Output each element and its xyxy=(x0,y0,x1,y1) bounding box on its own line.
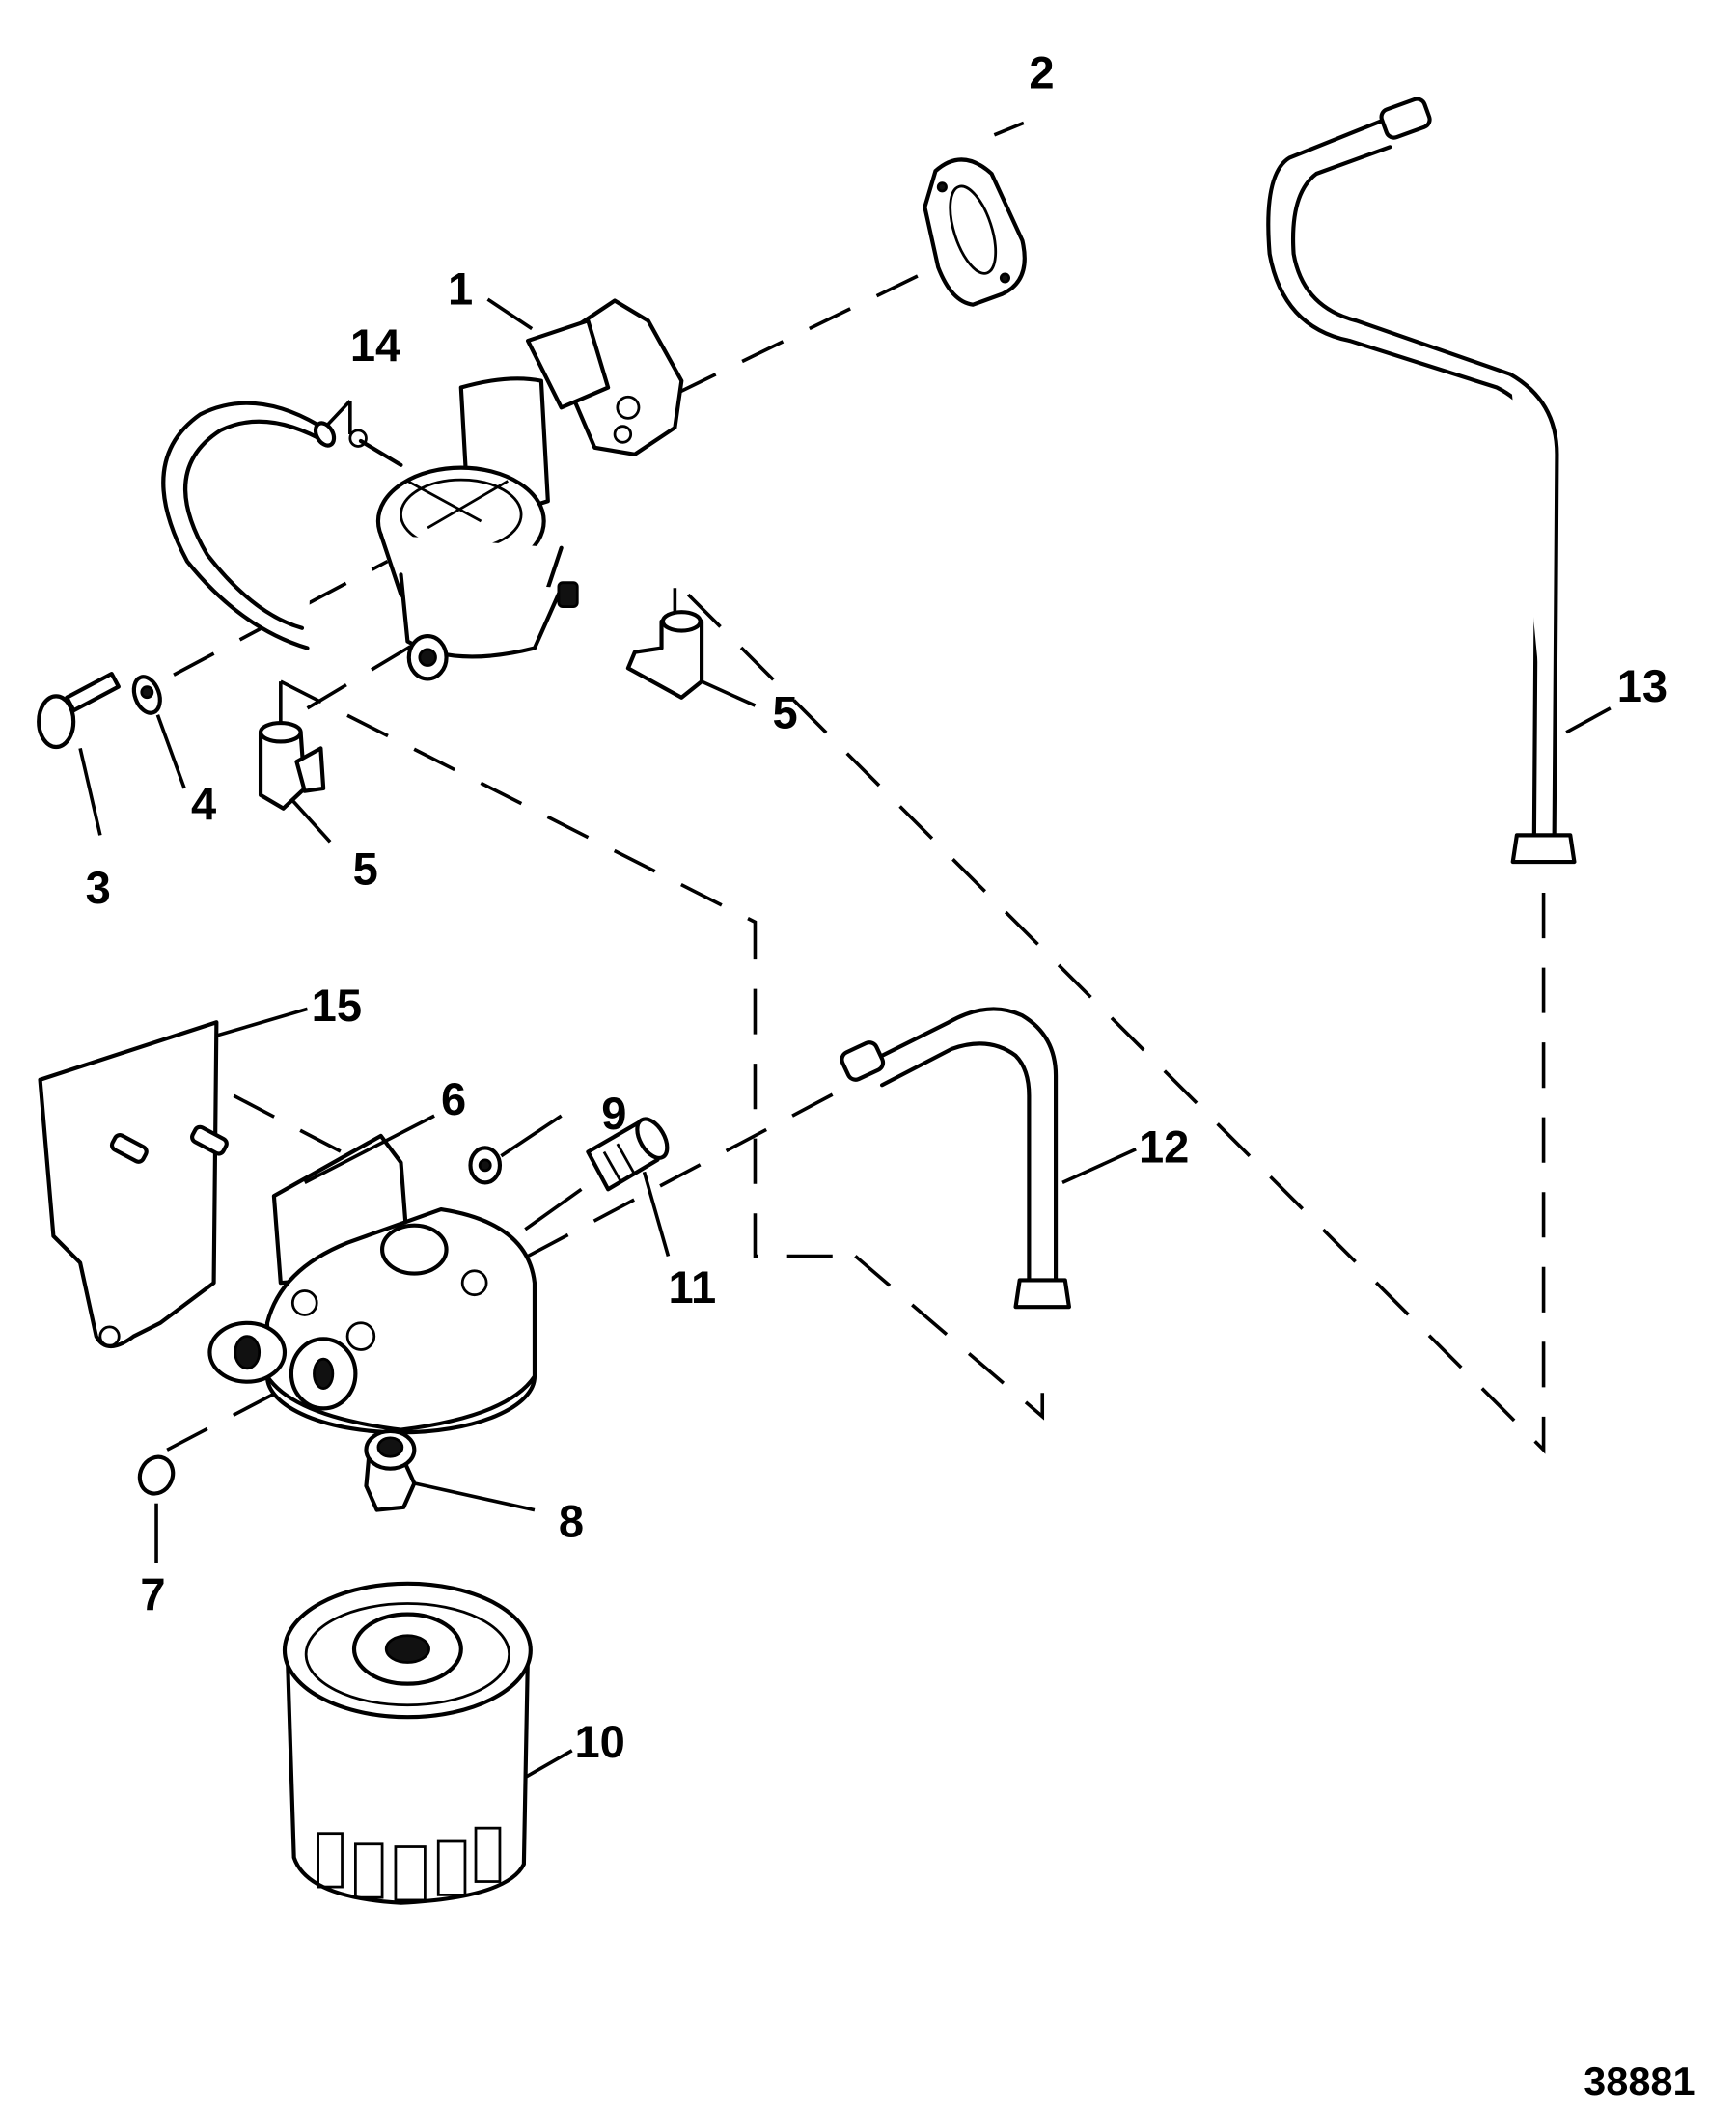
callout-5-right: 5 xyxy=(772,687,797,738)
assembly-line-plug7 xyxy=(166,1374,309,1452)
assembly-line-line13 xyxy=(673,588,1546,1454)
callout-11: 11 xyxy=(668,1261,716,1313)
callout-15: 15 xyxy=(312,980,362,1031)
hose xyxy=(161,401,337,650)
callout-12: 12 xyxy=(1139,1121,1189,1173)
connector-fitting xyxy=(586,1117,670,1192)
elbow-fitting-left xyxy=(258,721,326,811)
filter-ribs xyxy=(317,1826,502,1902)
assembly-line-elbow-pump xyxy=(306,626,442,710)
callout-13: 13 xyxy=(1617,660,1667,711)
adapter xyxy=(364,1428,417,1512)
callout-7: 7 xyxy=(140,1568,165,1619)
plug-nut xyxy=(468,1146,503,1185)
callout-1: 1 xyxy=(448,263,473,315)
bolt xyxy=(37,671,121,750)
callout-labels: 1 2 3 4 5 5 6 7 8 9 10 11 12 13 14 15 xyxy=(86,46,1667,1766)
bracket xyxy=(38,1020,229,1349)
fuel-line-12 xyxy=(840,1007,1072,1310)
assembly-line-bracket-base xyxy=(233,1093,389,1178)
callout-10: 10 xyxy=(575,1716,625,1767)
assembly-line-pump-gasket xyxy=(674,265,937,397)
callout-4: 4 xyxy=(191,778,216,829)
washer xyxy=(131,675,162,715)
callout-5-left: 5 xyxy=(353,844,378,895)
leader-lines xyxy=(78,121,1612,1780)
assembly-line-washer-pump xyxy=(173,559,389,677)
assembly-line-line12 xyxy=(279,679,1045,1421)
callout-3: 3 xyxy=(86,862,111,913)
fuel-line-13 xyxy=(1266,97,1577,865)
callout-14: 14 xyxy=(350,319,400,371)
fuel-pump xyxy=(348,298,684,681)
callout-9: 9 xyxy=(601,1088,626,1139)
filter-base xyxy=(207,1133,537,1435)
elbow-fitting-right xyxy=(625,610,704,700)
callout-8: 8 xyxy=(559,1495,584,1546)
assembly-line-fitting xyxy=(527,1080,857,1258)
plug xyxy=(137,1454,176,1496)
callout-6: 6 xyxy=(441,1073,466,1124)
callout-2: 2 xyxy=(1029,46,1054,97)
gasket xyxy=(923,157,1027,307)
figure-code: 38881 xyxy=(1584,2059,1695,2102)
fuel-filter xyxy=(282,1581,533,1905)
